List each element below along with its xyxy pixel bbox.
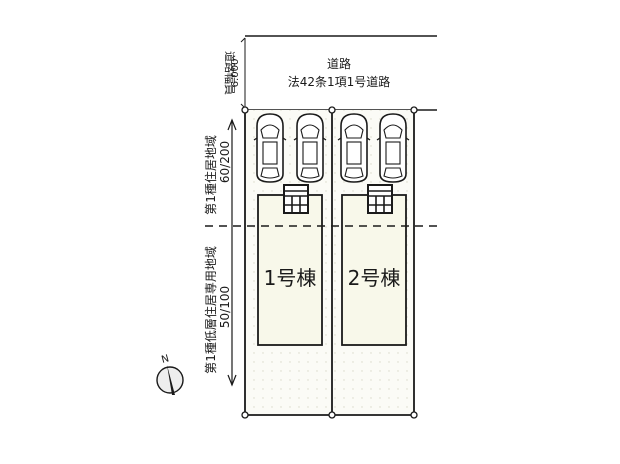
zoning-lower-ratio: 50/100 (218, 286, 232, 328)
building-2-label: 2号棟 (348, 266, 401, 290)
car-icon (376, 113, 410, 183)
road-width-value: 6.000 (230, 59, 241, 88)
road-title: 道路 (327, 56, 351, 71)
zoning-arrow (227, 118, 237, 387)
zoning-upper: 第1種住居地域 60/200 (204, 135, 232, 215)
zoning-lower: 第1種低層住居専用地域 50/100 (204, 246, 232, 374)
road-subtitle: 法42条1項1号道路 (288, 74, 391, 89)
road-width-dimension: 道路幅員 6.000 (223, 37, 246, 109)
building-2: 2号棟 (341, 194, 407, 346)
north-compass-icon: N (156, 353, 184, 395)
zoning-upper-label: 第1種住居地域 (204, 135, 218, 215)
building-1-label: 1号棟 (264, 266, 317, 290)
entrance-1-icon (283, 184, 309, 214)
zoning-upper-ratio: 60/200 (218, 141, 232, 183)
car-icon (253, 113, 287, 183)
road-width-label: 道路幅員 (223, 51, 237, 95)
entrance-2-icon (367, 184, 393, 214)
zoning-lower-label: 第1種低層住居専用地域 (204, 246, 218, 374)
boundary-vertices (241, 106, 418, 419)
compass-north-label: N (160, 353, 170, 366)
road-area: 道路 法42条1項1号道路 (245, 35, 437, 111)
car-icon (293, 113, 327, 183)
car-icon (337, 113, 371, 183)
building-1: 1号棟 (257, 194, 323, 346)
